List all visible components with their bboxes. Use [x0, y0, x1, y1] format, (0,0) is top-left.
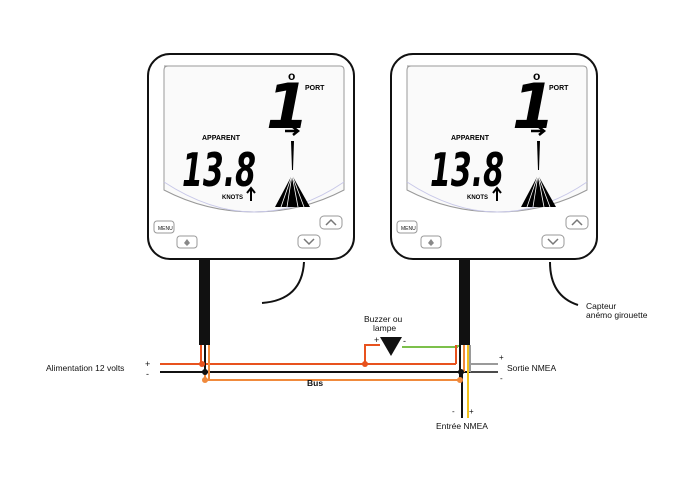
- labels: Alimentation 12 volts + - Bus Buzzer ou …: [46, 301, 648, 431]
- sensor-label-line1: Capteur: [586, 301, 616, 311]
- wire-buzzer-positive: [364, 344, 380, 364]
- speed-readout: 13.8: [430, 143, 504, 197]
- light-icon: [428, 239, 434, 246]
- up-button[interactable]: [319, 215, 343, 230]
- power-plus-sign: +: [145, 359, 150, 369]
- cables: [199, 259, 579, 345]
- nmea-out-minus-sign: -: [500, 374, 503, 383]
- wind-needle-icon: [291, 141, 294, 170]
- power-label: Alimentation 12 volts: [46, 363, 124, 373]
- junction-dot: [202, 377, 208, 383]
- junction-dot: [199, 361, 205, 367]
- port-label: PORT: [305, 85, 325, 92]
- apparent-label: APPARENT: [451, 135, 490, 142]
- degree-symbol: o: [533, 69, 540, 83]
- direction-arrow-icon: [285, 126, 301, 136]
- bus-label: Bus: [307, 378, 323, 388]
- up-button[interactable]: [565, 215, 589, 230]
- nmea-in-minus-sign: -: [452, 407, 455, 416]
- nmea-out-plus-sign: +: [499, 353, 504, 362]
- cable-trunk-1: [199, 259, 210, 345]
- wires: [160, 344, 498, 418]
- knots-label: KNOTS: [222, 195, 243, 201]
- nmea-in-plus-sign: +: [469, 407, 474, 416]
- apparent-label: APPARENT: [202, 135, 241, 142]
- direction-arrow-icon: [531, 126, 547, 136]
- buzzer-label-line2: lampe: [373, 323, 396, 333]
- instrument-1: APPARENT 13.8 KNOTS 1 o PORT MENU: [147, 53, 355, 260]
- menu-button[interactable]: [153, 220, 175, 234]
- junction-dot: [458, 369, 464, 375]
- buzzer-plus-sign: +: [374, 335, 379, 345]
- light-icon: [184, 239, 190, 246]
- nmea-out-label: Sortie NMEA: [507, 363, 556, 373]
- menu-button[interactable]: [396, 220, 418, 234]
- speed-readout: 13.8: [182, 143, 256, 197]
- buzzer-minus-sign: -: [403, 336, 406, 346]
- cable-branch-1: [261, 261, 305, 304]
- chevron-down-icon: [303, 238, 315, 246]
- chevron-up-icon: [325, 218, 337, 226]
- chevron-up-icon: [571, 218, 583, 226]
- cable-trunk-2: [459, 259, 470, 345]
- svg-text:MENU: MENU: [158, 226, 173, 232]
- degree-symbol: o: [288, 69, 295, 83]
- wind-needle-icon: [537, 141, 540, 170]
- knots-label: KNOTS: [467, 195, 488, 201]
- trend-arrow-up-icon: [492, 186, 502, 201]
- junction-dot: [202, 369, 208, 375]
- chevron-down-icon: [547, 238, 559, 246]
- power-minus-sign: -: [146, 369, 149, 379]
- down-button[interactable]: [541, 234, 565, 249]
- trend-arrow-up-icon: [246, 186, 256, 201]
- port-label: PORT: [549, 85, 569, 92]
- junction-dot: [362, 361, 368, 367]
- buzzer-icon: [380, 337, 402, 356]
- sensor-cable: [549, 261, 579, 306]
- sensor-label-line2: anémo girouette: [586, 310, 648, 320]
- instrument-2: APPARENT 13.8 KNOTS 1 o PORT MENU: [390, 53, 598, 260]
- svg-text:MENU: MENU: [401, 226, 416, 232]
- buzzer-label-line1: Buzzer ou: [364, 314, 403, 324]
- junction-dot: [457, 377, 463, 383]
- down-button[interactable]: [297, 234, 321, 249]
- nmea-in-label: Entrée NMEA: [436, 421, 488, 431]
